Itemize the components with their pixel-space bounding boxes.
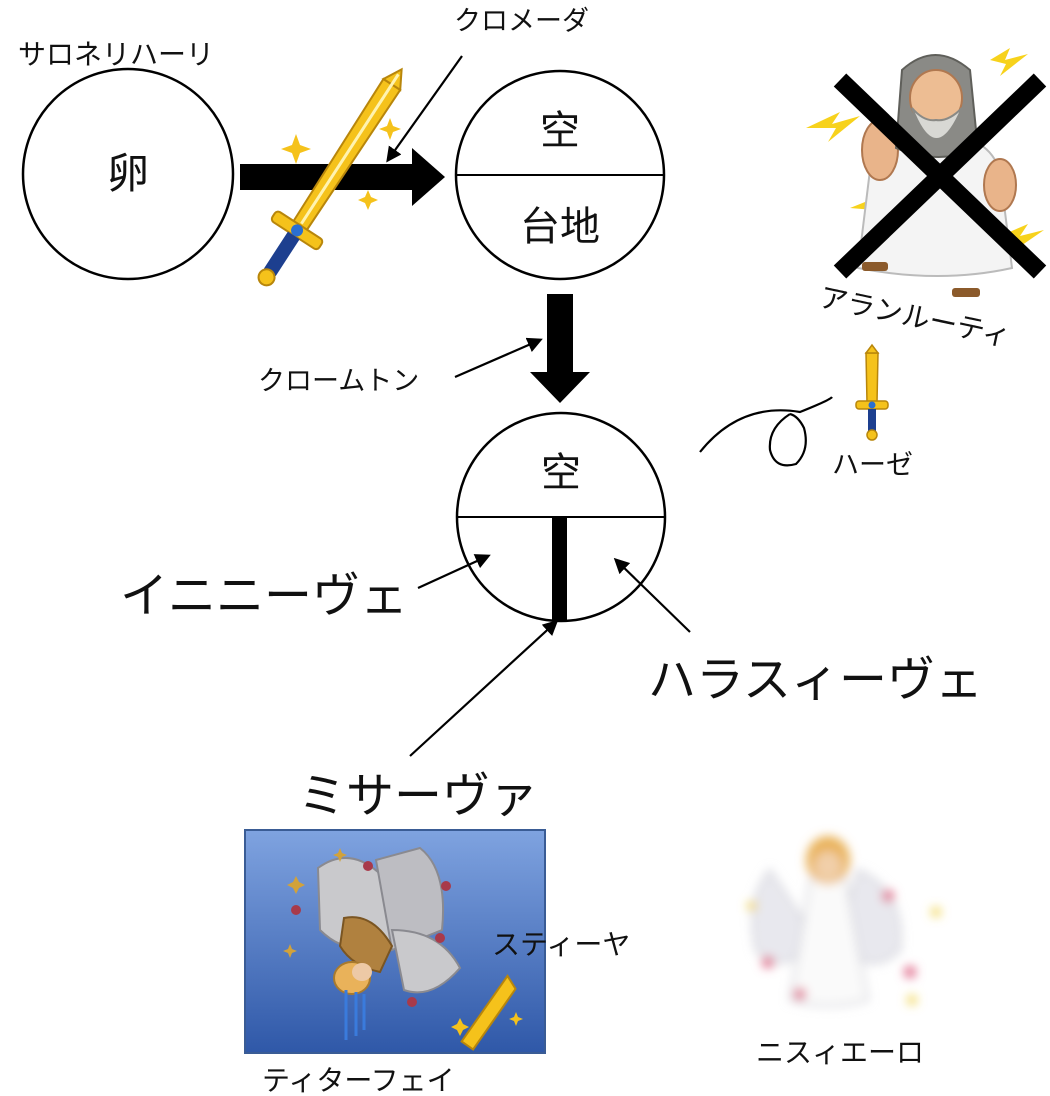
pointer-right-region [613, 557, 691, 633]
fallen-angel-icon [283, 846, 462, 1040]
sky-top-label: 空 [540, 108, 580, 154]
egg-label: 卵 [107, 149, 149, 198]
broken-sword-icon [460, 974, 517, 1051]
egg-circle [21, 67, 235, 281]
golden-sword-icon [257, 67, 403, 287]
world-circle-top [454, 69, 666, 281]
small-sword-name-label: ハーゼ [832, 450, 913, 481]
creator-label: サロネリハーリ [18, 38, 214, 71]
angel-label: ニスィエーロ [756, 1036, 924, 1069]
divider-bar [552, 517, 567, 621]
pointer-divider [409, 619, 559, 757]
land-label: 台地 [520, 204, 600, 250]
pointer-sword-top [386, 55, 463, 163]
sky-bottom-label: 空 [541, 450, 581, 496]
pointer-left-region [417, 554, 491, 590]
sword-name-top-label: クロメーダ [454, 6, 589, 37]
pointer-arrow-name [454, 337, 543, 379]
left-region-label: イニニーヴェ [120, 568, 408, 624]
cross-out-icon [833, 73, 1047, 279]
small-sword-icon [855, 343, 889, 441]
arrow-name-label: クロームトン [258, 366, 419, 397]
broken-sword-label: スティーヤ [492, 928, 630, 961]
fallen-angel-label: ティターフェイ [262, 1064, 455, 1096]
creation-arrow-down [530, 294, 590, 403]
sparkle-icon [281, 118, 401, 210]
divider-name-label: ミサーヴァ [298, 768, 538, 824]
right-region-label: ハラスィーヴェ [648, 652, 983, 708]
bearded-god-icon [806, 48, 1044, 297]
scribble-line [699, 396, 833, 467]
sparkle-icon [451, 1012, 523, 1036]
angel-icon [747, 836, 941, 1007]
ruined-god-label: アランルーティ [817, 281, 1014, 354]
